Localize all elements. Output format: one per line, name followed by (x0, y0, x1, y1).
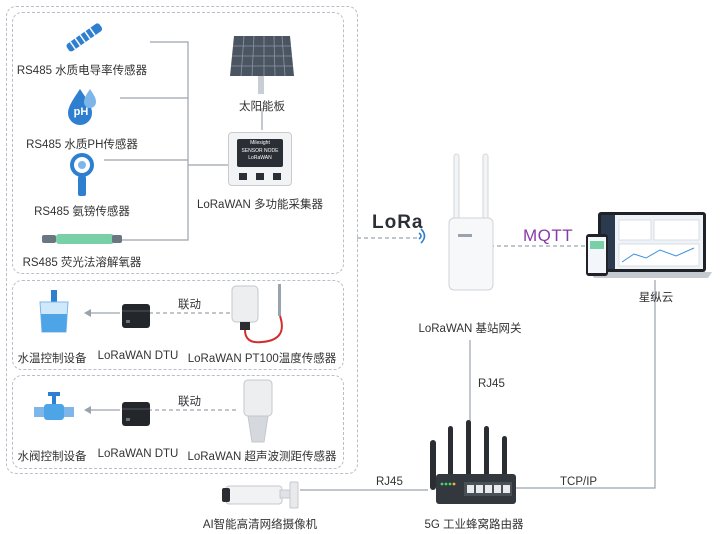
valve-group (12, 375, 344, 469)
sensor-group (12, 12, 344, 274)
dtu-label-1: LoRaWAN DTU (97, 350, 179, 362)
outer-group (6, 6, 358, 474)
ph-badge: pH (73, 106, 89, 118)
dtu-device (122, 304, 150, 328)
router-label: 5G 工业蜂窝路由器 (424, 519, 524, 531)
water-temp-device-label: 水温控制设备 (17, 353, 87, 365)
ph-sensor-icon (68, 89, 96, 125)
water-tank-icon (39, 290, 69, 333)
oxygen-sensor-icon (42, 234, 122, 244)
gateway-device (448, 153, 494, 291)
collector-line1: SENSOR NODE (241, 148, 279, 154)
ultrasonic-sensor-device (243, 379, 273, 443)
signal-waves-icon (418, 228, 426, 244)
solar-panel-label: 太阳能板 (239, 101, 285, 113)
router-device (430, 420, 516, 504)
mqtt-label: MQTT (523, 226, 574, 245)
rj45-left-label: RJ45 (376, 476, 403, 488)
collector-line2: LoRaWAN (248, 155, 272, 161)
dtu-label-2: LoRaWAN DTU (97, 448, 179, 460)
ultrasonic-sensor-label: LoRaWAN 超声波测距传感器 (187, 451, 337, 463)
linkage-label-2: 联动 (178, 396, 201, 408)
tcpip-label: TCP/IP (560, 476, 598, 488)
cloud-platform-icon (586, 212, 712, 278)
water-valve-icon (34, 392, 74, 420)
linkage-label-1: 联动 (178, 299, 201, 311)
cloud-label: 星纵云 (638, 292, 674, 304)
collector-label: LoRaWAN 多功能采集器 (196, 199, 324, 211)
ammonia-sensor-icon (70, 153, 94, 196)
pt100-sensor-device (231, 284, 283, 344)
water-valve-device-label: 水阀控制设备 (17, 451, 87, 463)
lora-logo: LoRa (372, 212, 424, 233)
oxygen-sensor-label: RS485 荧光法溶解氧器 (22, 257, 142, 269)
camera-label: AI智能高清网络摄像机 (202, 519, 318, 531)
ph-sensor-label: RS485 水质PH传感器 (26, 139, 138, 151)
camera-device (222, 481, 299, 509)
temperature-group (12, 280, 344, 370)
collector-device: Milesight SENSOR NODE LoRaWAN (228, 132, 292, 186)
solar-panel-icon (230, 35, 294, 94)
pt100-sensor-label: LoRaWAN PT100温度传感器 (187, 353, 337, 365)
conductivity-sensor-label: RS485 水质电导率传感器 (16, 65, 148, 77)
gateway-label: LoRaWAN 基站网关 (418, 323, 522, 335)
dtu-device-2 (122, 402, 150, 426)
conductivity-sensor-icon (66, 23, 103, 52)
ammonia-sensor-label: RS485 氨镑传感器 (34, 206, 130, 218)
rj45-top-label: RJ45 (478, 378, 505, 390)
collector-brand: Milesight (250, 140, 270, 146)
